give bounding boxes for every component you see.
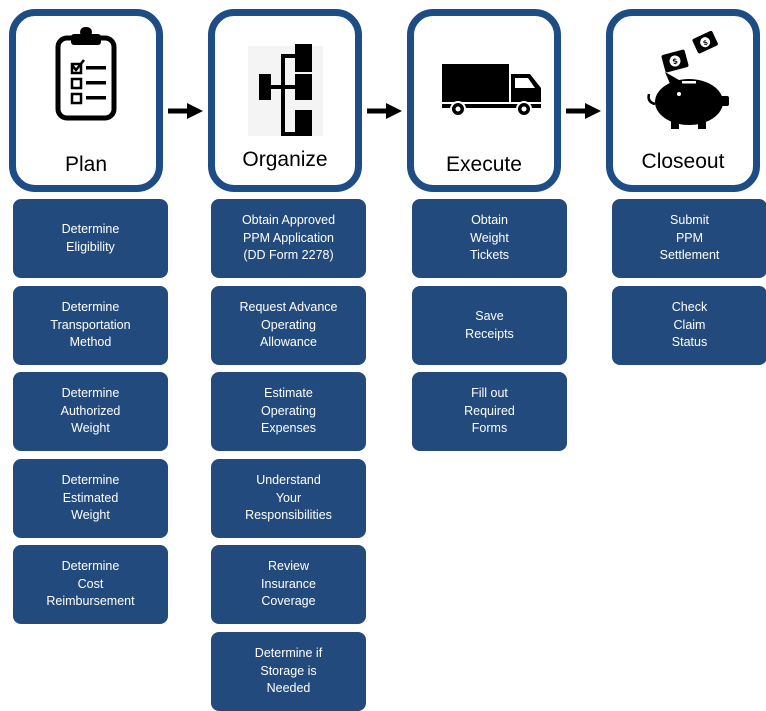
step-text-line: Forms: [471, 421, 508, 436]
step-text-line: Eligibility: [66, 239, 115, 254]
phase-card-organize: Organize: [208, 9, 362, 192]
step-text-line: PPM Application: [242, 230, 335, 245]
step-text-line: Determine: [61, 222, 120, 236]
step-text-line: Estimated: [62, 490, 119, 505]
step-text-line: Claim: [673, 317, 706, 332]
step-box: Determine if Storage is Needed: [211, 632, 366, 711]
step-text-line: Determine: [61, 300, 120, 315]
step-text-line: Weight: [71, 421, 110, 436]
svg-text:$: $: [703, 40, 710, 48]
phase-title-closeout: Closeout: [641, 150, 725, 173]
truck-icon: [442, 64, 541, 117]
step-text-line: Obtain: [471, 213, 508, 228]
piggy-bank-icon: $ $: [647, 30, 729, 129]
step-text-line: Obtain Approved: [241, 213, 336, 228]
phase-card-plan: Plan: [9, 9, 163, 192]
step-text-line: Authorized: [60, 403, 121, 418]
step-text-line: Check: [671, 300, 708, 315]
phase-title-organize: Organize: [242, 148, 328, 171]
step-text-line: Operating: [261, 403, 316, 418]
step-text-line: Determine: [61, 559, 120, 574]
step-text-line: Cost: [77, 576, 104, 591]
step-text-line: Review: [268, 559, 309, 574]
step-text-line: Insurance: [261, 576, 316, 591]
step-text-line: Fill out: [471, 386, 508, 401]
clipboard-checklist-icon: [55, 27, 117, 121]
step-text-line: Determine if: [254, 646, 323, 661]
phase-title-plan: Plan: [64, 153, 108, 176]
step-text-line: Your: [275, 490, 302, 505]
step-text-line: Weight: [71, 508, 110, 523]
step-text-line: Expenses: [261, 421, 316, 436]
phase-card-closeout: $ $ Closeout: [606, 9, 760, 192]
step-text-line: Understand: [256, 473, 321, 488]
step-text-line: Reimbursement: [46, 594, 135, 609]
step-text-line: Tickets: [469, 248, 510, 263]
step-text-line: Settlement: [659, 248, 720, 263]
step-text-line: Submit: [670, 213, 709, 228]
phase-title-execute: Execute: [446, 153, 522, 176]
step-text-line: Request Advance: [239, 300, 338, 315]
step-text-line: Save: [475, 309, 504, 323]
step-text-line: Allowance: [260, 335, 317, 350]
arrow-right-icon: [168, 103, 203, 119]
phase-card-execute: Execute: [407, 9, 561, 192]
step-text-line: Method: [69, 335, 112, 350]
svg-text:$: $: [672, 56, 679, 66]
step-text-line: (DD Form 2278): [243, 248, 334, 263]
org-structure-icon: [248, 44, 323, 136]
step-text-line: Operating: [261, 317, 316, 332]
step-text-line: Storage is: [260, 663, 317, 678]
step-text-line: Required: [464, 403, 515, 418]
arrow-right-icon: [566, 103, 601, 119]
step-text-line: Transportation: [50, 317, 131, 332]
step-text-line: Determine: [61, 473, 120, 488]
step-text-line: Coverage: [261, 594, 316, 609]
step-text-line: Responsibilities: [245, 508, 332, 523]
step-text-line: Estimate: [264, 386, 313, 401]
step-text-line: Receipts: [465, 326, 514, 341]
step-text-line: PPM: [675, 230, 704, 245]
step-text-line: Status: [671, 335, 708, 350]
step-text-line: Determine: [61, 386, 120, 401]
arrow-right-icon: [367, 103, 402, 119]
step-text-line: Needed: [266, 681, 311, 696]
step-text-line: Weight: [470, 230, 509, 245]
